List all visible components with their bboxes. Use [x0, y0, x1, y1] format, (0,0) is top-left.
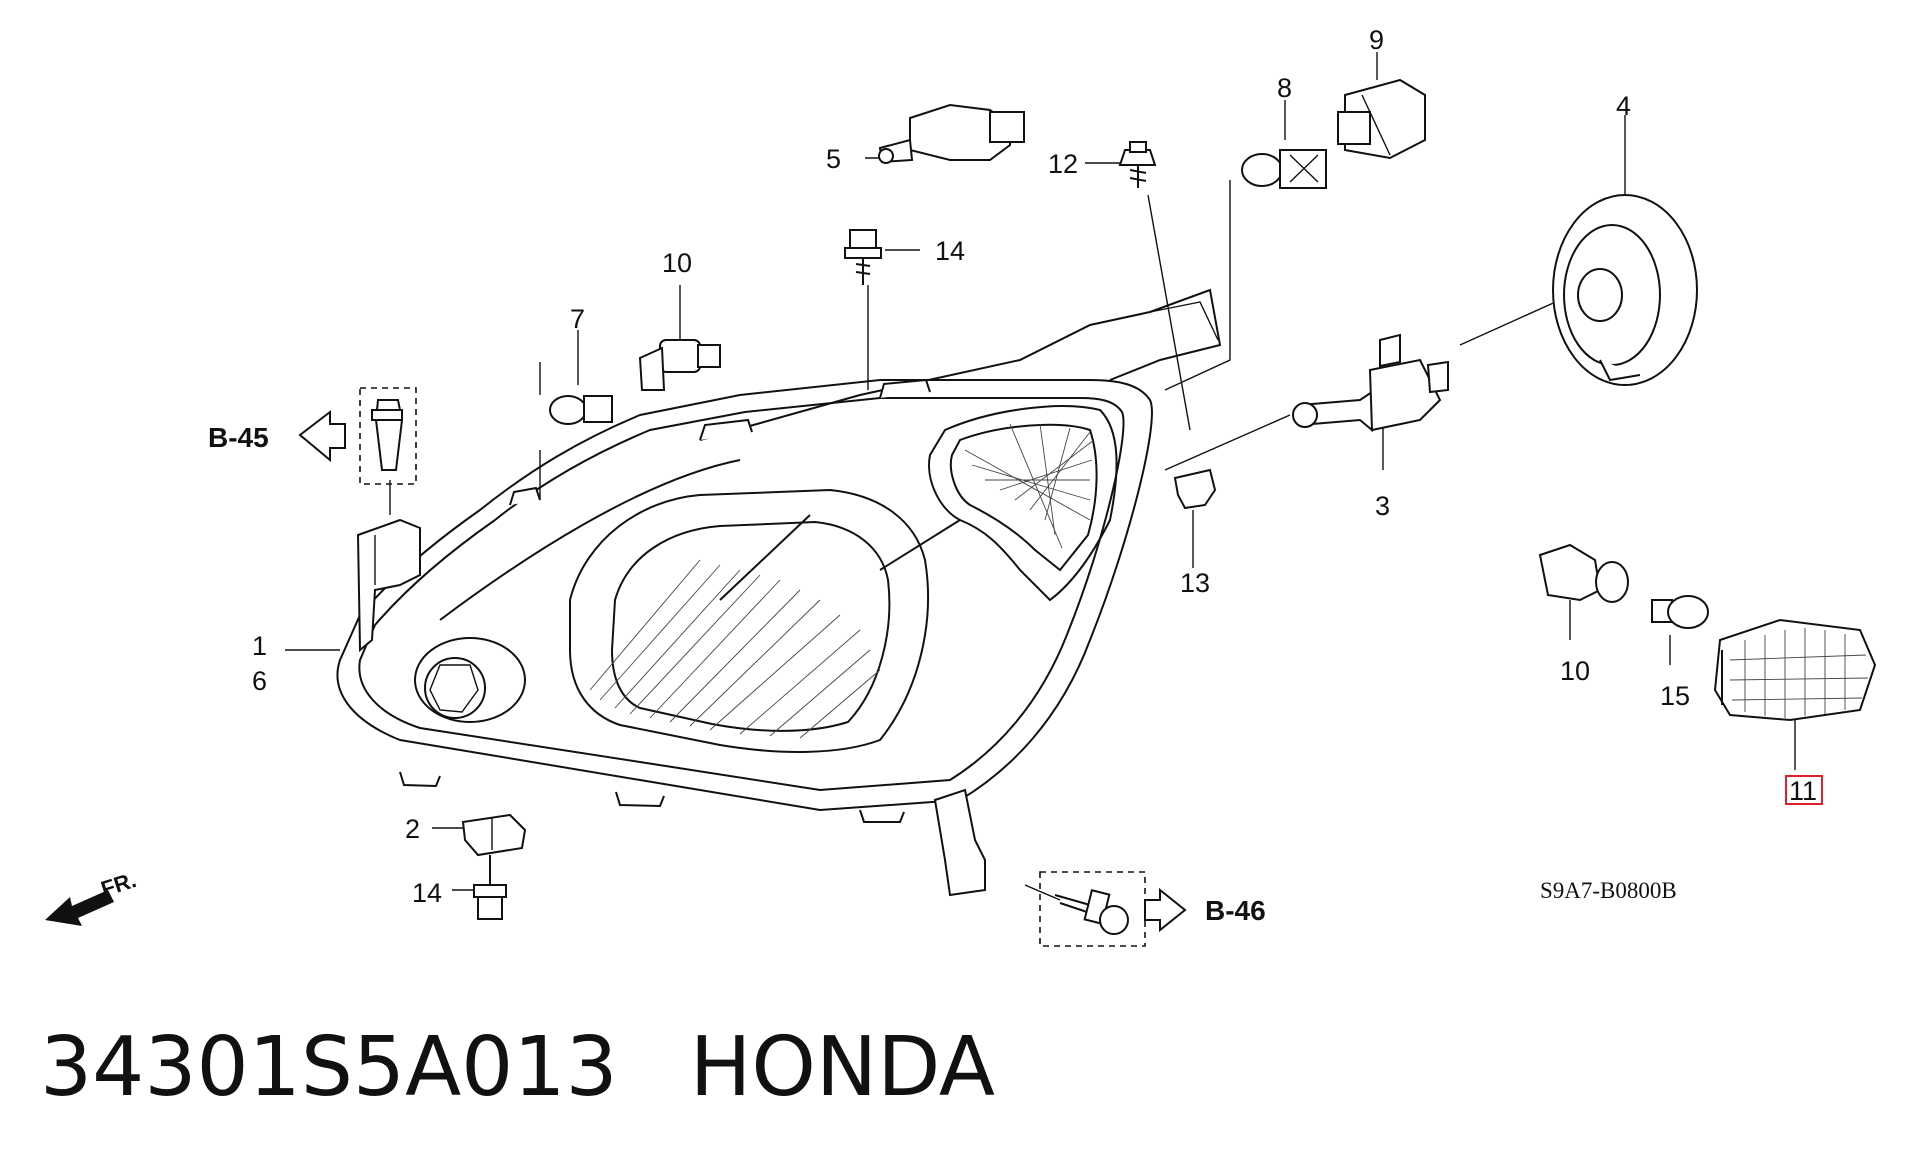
callout-2: 2	[405, 814, 420, 844]
highlight-box	[1785, 775, 1823, 805]
part-14-bolt-top[interactable]	[844, 229, 882, 285]
callout-10-right: 10	[1560, 656, 1590, 686]
callout-11: 11	[1789, 776, 1817, 806]
part-14-bolt-bottom[interactable]	[473, 855, 507, 920]
b46-arrow[interactable]	[1144, 887, 1187, 933]
part-number: 34301S5A013	[40, 1020, 618, 1115]
callout-13: 13	[1180, 568, 1210, 598]
part-4-cover[interactable]	[1552, 194, 1698, 386]
fr-arrow-icon	[45, 890, 114, 926]
callout-14-top: 14	[935, 236, 965, 266]
part-3-bulb[interactable]	[1292, 333, 1449, 433]
part-10-socket-right[interactable]	[1538, 543, 1629, 603]
callout-12: 12	[1048, 149, 1078, 179]
callout-3: 3	[1375, 491, 1390, 521]
callout-7: 7	[570, 304, 585, 334]
part-15-bulb[interactable]	[1651, 595, 1709, 629]
callout-6: 6	[252, 666, 267, 696]
part-11-side-marker[interactable]	[1713, 618, 1877, 722]
callout-8: 8	[1277, 73, 1292, 103]
callout-1: 1	[252, 631, 267, 661]
headlight-assembly	[336, 288, 1222, 897]
part-2-clip[interactable]	[461, 813, 527, 857]
leader-lines	[285, 52, 1796, 901]
fr-label: FR.	[98, 867, 139, 902]
part-13-clip[interactable]	[1173, 468, 1217, 510]
callout-9: 9	[1369, 25, 1384, 55]
callout-4: 4	[1616, 91, 1631, 121]
part-12-screw[interactable]	[1118, 141, 1157, 188]
part-9-connector[interactable]	[1337, 78, 1426, 160]
callout-labels: 1 6 2 3 4 5 7 8 9 10 10 11 12 13 14 14 1…	[252, 25, 1817, 908]
part-caption: 34301S5A013 HONDA	[40, 1018, 1067, 1118]
part-10-socket-top[interactable]	[638, 339, 721, 391]
ref-b46[interactable]: B-46	[1205, 895, 1266, 926]
callout-10-top: 10	[662, 248, 692, 278]
part-7-bulb[interactable]	[549, 395, 613, 425]
b45-reference-group	[298, 387, 417, 485]
callout-15: 15	[1660, 681, 1690, 711]
brand-name: HONDA	[689, 1020, 996, 1115]
callout-5: 5	[826, 144, 841, 174]
b46-reference-group	[1039, 871, 1187, 947]
callout-14-bottom: 14	[412, 878, 442, 908]
ref-b45[interactable]: B-45	[208, 422, 269, 453]
diagram-code: S9A7-B0800B	[1540, 878, 1677, 903]
front-direction-arrow: FR.	[45, 867, 139, 926]
part-8-bulb[interactable]	[1241, 149, 1327, 189]
part-5-actuator[interactable]	[878, 103, 1025, 164]
b45-arrow[interactable]	[298, 409, 346, 463]
